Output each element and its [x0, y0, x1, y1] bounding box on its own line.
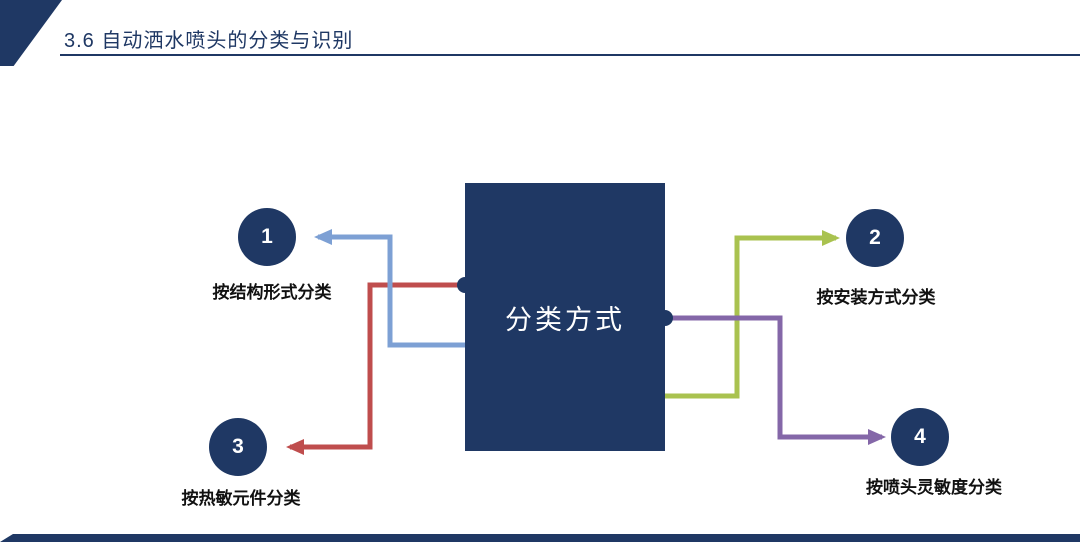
node-circle-1: 1 — [238, 208, 296, 266]
node-circle-4: 4 — [891, 408, 949, 466]
node-number: 3 — [232, 435, 244, 458]
arrow-to-node-1 — [314, 229, 465, 348]
node-number: 1 — [261, 225, 273, 248]
node-label-2: 按安装方式分类 — [816, 288, 936, 307]
center-box: 分类方式 — [465, 183, 665, 451]
node-circle-2: 2 — [846, 209, 904, 267]
node-label-1: 按结构形式分类 — [212, 283, 332, 302]
arrow-to-node-4 — [665, 315, 886, 445]
corner-accent-shape — [0, 0, 62, 66]
arrow-to-node-3 — [286, 282, 465, 455]
page-title: 3.6 自动洒水喷头的分类与识别 — [64, 30, 354, 52]
node-circle-3: 3 — [209, 418, 267, 476]
node-label-3: 按热敏元件分类 — [181, 489, 301, 508]
arrow-to-node-2 — [665, 230, 840, 399]
bottom-bar — [0, 534, 1080, 542]
node-number: 4 — [914, 425, 926, 448]
center-box-label: 分类方式 — [505, 304, 625, 335]
node-number: 2 — [869, 226, 881, 249]
node-label-4: 按喷头灵敏度分类 — [866, 478, 1002, 497]
title-underline — [60, 54, 1080, 56]
